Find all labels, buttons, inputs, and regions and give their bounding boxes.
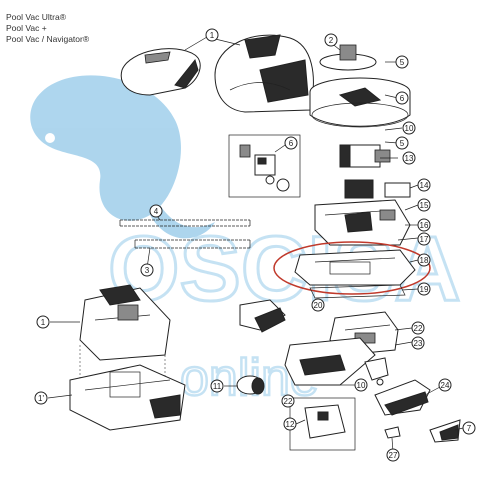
- part-body-chassis: [314, 199, 411, 246]
- callout-11: 11: [210, 379, 224, 393]
- part-main-cover: [214, 34, 314, 113]
- callout-19: 19: [417, 282, 431, 296]
- callout-18: 18: [417, 253, 431, 267]
- callout-5-mid: 5: [395, 136, 409, 150]
- callout-16: 16: [417, 218, 431, 232]
- callout-label: 10: [357, 381, 366, 390]
- part-label-plate: [384, 182, 411, 198]
- part-body-ultra: [79, 284, 171, 385]
- callout-label: 11: [213, 382, 222, 391]
- title-line-2: Pool Vac +: [6, 23, 47, 33]
- part-hose-4: [119, 219, 251, 227]
- callout-7: 7: [462, 421, 476, 435]
- part-wheel-arm-left: [239, 299, 286, 333]
- callout-label: 16: [420, 221, 429, 230]
- part-clip-27: [384, 426, 401, 439]
- part-motor: [339, 144, 391, 199]
- part-pivot-clip: [364, 357, 389, 386]
- part-body-base: [69, 364, 186, 431]
- part-hose-3: [134, 239, 251, 249]
- callout-24: 24: [438, 378, 452, 392]
- callout-label: 5: [400, 58, 405, 67]
- part-gear-kit: [228, 134, 301, 198]
- callout-label: 12: [286, 420, 295, 429]
- callout-label: 7: [467, 424, 472, 433]
- part-tray-highlighted: [273, 241, 431, 295]
- callout-label: 22: [414, 324, 423, 333]
- callout-1-top: 1: [205, 28, 219, 42]
- callout-22-upper: 22: [411, 321, 425, 335]
- callout-label: 10: [405, 124, 414, 133]
- part-wheel-arm-right: [374, 379, 431, 416]
- callout-5-top: 5: [395, 55, 409, 69]
- part-base-plate: [309, 284, 406, 299]
- callout-label: 1: [41, 318, 46, 327]
- callout-10-lower: 10: [354, 378, 368, 392]
- callout-14: 14: [417, 178, 431, 192]
- callout-label: 1: [210, 31, 215, 40]
- part-top-cover: [120, 48, 201, 96]
- callout-20: 20: [311, 298, 325, 312]
- part-lower-frame: [284, 337, 376, 386]
- callout-2: 2: [324, 33, 338, 47]
- watermark-logo: [30, 75, 215, 239]
- callout-label: 17: [420, 235, 429, 244]
- title-line-1: Pool Vac Ultra®: [6, 12, 66, 22]
- callout-6-upper: 6: [395, 91, 409, 105]
- part-impeller-top: [309, 44, 411, 128]
- callout-15: 15: [417, 198, 431, 212]
- highlight-ring: [273, 241, 431, 295]
- callout-label: 18: [420, 256, 429, 265]
- callout-label: 19: [420, 285, 429, 294]
- callout-1-left: 1: [36, 315, 50, 329]
- callout-17: 17: [417, 232, 431, 246]
- callout-label: 6: [289, 139, 294, 148]
- callout-13: 13: [402, 151, 416, 165]
- callout-label: 15: [420, 201, 429, 210]
- callout-label: 14: [420, 181, 429, 190]
- callout-22-lower: 22: [281, 394, 295, 408]
- part-bumper: [429, 419, 461, 443]
- callout-label: 5: [400, 139, 405, 148]
- callout-4: 4: [149, 204, 163, 218]
- callout-3: 3: [140, 263, 154, 277]
- callout-label: 27: [389, 451, 398, 460]
- callout-1-prime: 1': [34, 391, 48, 405]
- callout-label: 23: [414, 339, 423, 348]
- callout-27: 27: [386, 448, 400, 462]
- callout-label: 2: [329, 36, 334, 45]
- part-bracket-12: [289, 397, 356, 451]
- callout-6-box: 6: [284, 136, 298, 150]
- title-line-3: Pool Vac / Navigator®: [6, 34, 90, 44]
- callout-label: 3: [145, 266, 150, 275]
- callout-10-upper: 10: [402, 121, 416, 135]
- callout-23: 23: [411, 336, 425, 350]
- callout-label: 13: [405, 154, 414, 163]
- callout-label: 24: [441, 381, 450, 390]
- part-cam: [236, 375, 265, 395]
- callout-label: 20: [314, 301, 323, 310]
- callout-label: 22: [284, 397, 293, 406]
- callout-12: 12: [283, 417, 297, 431]
- callout-label: 4: [154, 207, 159, 216]
- callout-label: 6: [400, 94, 405, 103]
- callout-label: 1': [38, 394, 44, 403]
